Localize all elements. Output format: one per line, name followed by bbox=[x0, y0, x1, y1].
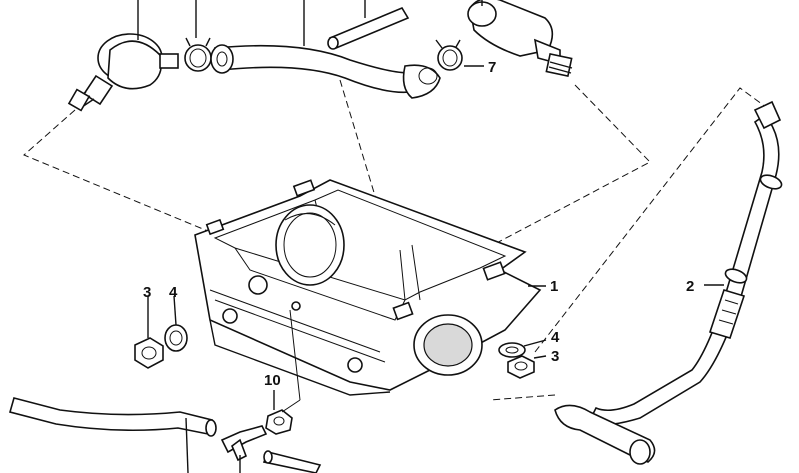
check-valve-right bbox=[467, 0, 573, 78]
short-tube-top bbox=[327, 0, 410, 50]
washer-right bbox=[498, 339, 547, 358]
callout-4-right: 4 bbox=[551, 329, 560, 346]
air-filter-housing bbox=[194, 179, 546, 396]
long-hose-right bbox=[554, 100, 783, 465]
mount-nut-right bbox=[507, 355, 547, 379]
callout-3-left: 3 bbox=[143, 284, 151, 301]
callout-labels: 1 2 3 4 4 3 7 10 bbox=[143, 59, 694, 389]
callout-7: 7 bbox=[488, 59, 496, 76]
check-valve-left bbox=[67, 0, 179, 112]
mount-nut-left bbox=[134, 296, 164, 369]
callout-2: 2 bbox=[686, 278, 694, 295]
callout-1: 1 bbox=[550, 278, 558, 295]
callout-3-right: 3 bbox=[551, 348, 559, 365]
hose-clamp-left bbox=[184, 0, 212, 72]
small-hose-bottom bbox=[262, 450, 322, 473]
vacuum-hose-bottom bbox=[9, 397, 217, 473]
hose-clamp-7 bbox=[435, 39, 484, 71]
callout-4-left: 4 bbox=[169, 284, 178, 301]
callout-10: 10 bbox=[264, 372, 281, 389]
vacuum-hose-top bbox=[210, 0, 441, 99]
t-connector bbox=[220, 425, 268, 473]
washer-left bbox=[164, 295, 188, 352]
grommet-10 bbox=[265, 309, 301, 435]
